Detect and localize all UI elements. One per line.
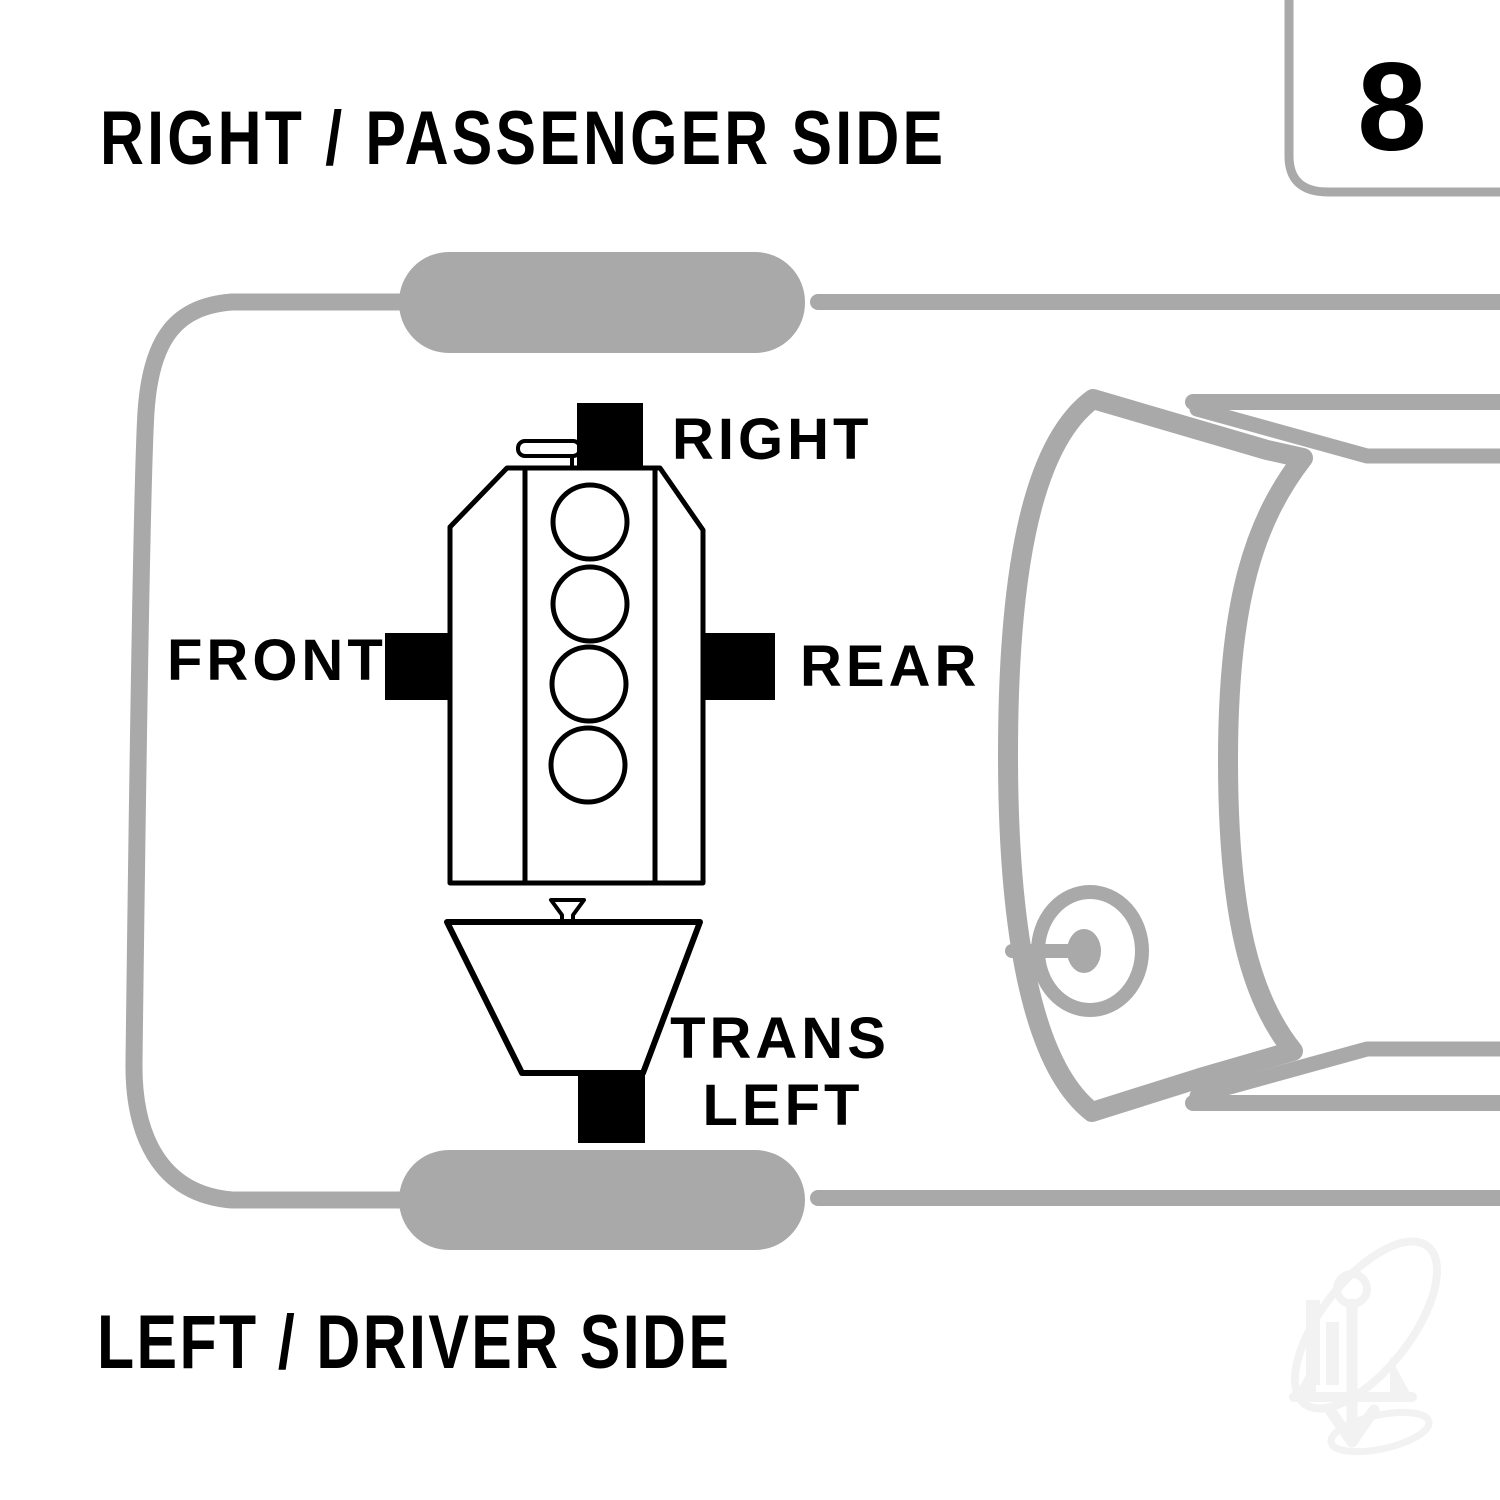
engine-mount-front	[385, 633, 452, 700]
funnel	[549, 898, 586, 924]
windshield-outline	[998, 389, 1313, 1122]
transmission	[444, 919, 703, 1076]
anchor-watermark-icon	[1289, 1237, 1442, 1456]
mount-pin	[516, 439, 582, 458]
cylinder-3	[549, 644, 629, 724]
watermark-letter-i	[1326, 1322, 1339, 1385]
mount-label-trans-line1: TRANS	[670, 1006, 890, 1071]
watermark-letter-a	[1306, 1300, 1320, 1385]
title-driver-side: LEFT / DRIVER SIDE	[97, 1300, 731, 1385]
mount-label-right: RIGHT	[672, 407, 872, 472]
engine-mount-right	[577, 403, 643, 468]
car-outline	[125, 252, 1500, 1250]
cylinder-4	[548, 725, 628, 805]
engine-assembly	[385, 403, 775, 1143]
cylinder-1	[550, 482, 630, 562]
title-passenger-side: RIGHT / PASSENGER SIDE	[100, 96, 946, 181]
car-rear-body-outline	[125, 293, 408, 1209]
mount-label-trans-line2: LEFT	[703, 1073, 864, 1138]
left-front-tire	[399, 1150, 805, 1250]
hood-line-bottom	[1189, 1041, 1500, 1104]
cylinder-2	[550, 564, 630, 644]
watermark-rope-swirl	[1290, 1237, 1442, 1413]
trans-mount-left	[578, 1075, 645, 1143]
page-number: 8	[1357, 38, 1427, 177]
right-front-tire	[399, 252, 805, 353]
hood-line-top	[1189, 401, 1500, 464]
mount-label-rear: REAR	[800, 634, 980, 699]
page-number-box-border	[1284, 0, 1500, 197]
watermark-anchor-arrow	[1324, 1404, 1380, 1448]
mount-label-front: FRONT	[167, 628, 387, 693]
page-number-box: 8	[1284, 0, 1500, 197]
watermark-fluke-right	[1390, 1356, 1412, 1397]
engine-mount-rear	[705, 633, 775, 700]
steering-wheel-hub	[1067, 929, 1101, 973]
